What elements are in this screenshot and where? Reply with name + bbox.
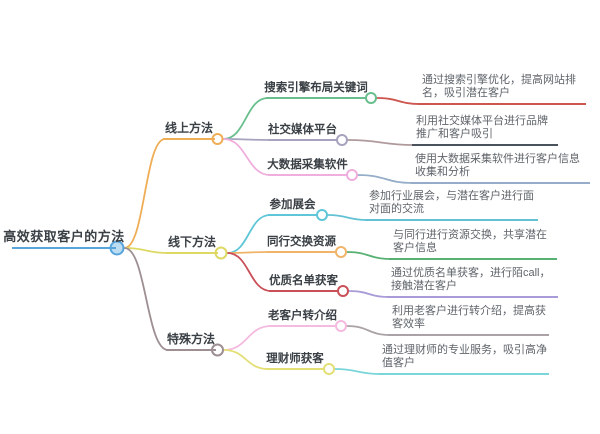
edge-root-special	[123, 247, 169, 351]
edge-advisor-L8	[334, 368, 381, 375]
leaf-text-L4[interactable]: 参加行业展会，与潜在客户进行面对面的交流	[365, 188, 538, 221]
edge-search-L1	[376, 97, 421, 105]
edge-online-search	[222, 97, 269, 140]
node-circle-search[interactable]	[365, 92, 377, 104]
edge-expo-L4	[327, 214, 368, 221]
leaf-text-L8[interactable]: 通过理财师的专业服务，吸引高净值客户	[378, 342, 549, 375]
edge-referral-L7	[346, 325, 391, 336]
branch-node-special[interactable]: 特殊方法	[166, 330, 216, 351]
edge-peer-L5	[346, 251, 392, 260]
leaf-text-L6[interactable]: 通过优质名单获客，进行陌call，接触潜在客户	[387, 265, 558, 298]
topic-node-advisor[interactable]: 理财师获客	[266, 349, 324, 370]
topic-node-bigdata[interactable]: 大数据采集软件	[267, 155, 348, 176]
edge-root-offline	[123, 247, 169, 254]
node-circle-social[interactable]	[336, 134, 348, 146]
node-circle-referral[interactable]	[335, 320, 347, 332]
edge-social-L2	[347, 139, 415, 146]
topic-node-referral[interactable]: 老客户转介绍	[268, 306, 337, 327]
node-circle-peer[interactable]	[335, 246, 347, 258]
topic-node-list[interactable]: 优质名单获客	[269, 271, 338, 292]
branch-node-offline[interactable]: 线下方法	[166, 233, 218, 254]
leaf-text-L2[interactable]: 利用社交媒体平台进行品牌推广和客户吸引	[412, 113, 558, 146]
edge-root-online	[123, 138, 166, 249]
root-node-root[interactable]: 高效获取客户的方法	[3, 226, 124, 249]
topic-node-search[interactable]: 搜索引擎布局关键词	[264, 78, 368, 99]
edge-bigdata-L3	[357, 174, 414, 184]
leaf-text-L3[interactable]: 使用大数据采集软件进行客户信息收集和分析	[411, 151, 590, 184]
leaf-text-L7[interactable]: 利用老客户进行转介绍，提高获客效率	[388, 303, 549, 336]
topic-node-social[interactable]: 社交媒体平台	[268, 120, 337, 141]
edge-special-advisor	[223, 349, 269, 370]
branch-node-online[interactable]: 线上方法	[163, 119, 215, 140]
node-circle-bigdata[interactable]	[346, 169, 358, 181]
node-circle-advisor[interactable]	[323, 363, 335, 375]
leaf-text-L1[interactable]: 通过搜索引擎优化，提高网站排名，吸引潜在客户	[418, 72, 586, 105]
edge-offline-expo	[226, 214, 271, 254]
node-circle-expo[interactable]	[316, 209, 328, 221]
edge-special-referral	[223, 325, 272, 351]
topic-node-expo[interactable]: 参加展会	[268, 195, 317, 216]
edge-online-bigdata	[222, 138, 271, 176]
leaf-text-L5[interactable]: 与同行进行资源交换，共享潜在客户信息	[389, 227, 557, 260]
topic-node-peer[interactable]: 同行交换资源	[267, 232, 336, 253]
node-circle-list[interactable]	[337, 285, 349, 297]
edge-offline-list	[226, 252, 272, 292]
edge-list-L6	[348, 290, 390, 298]
